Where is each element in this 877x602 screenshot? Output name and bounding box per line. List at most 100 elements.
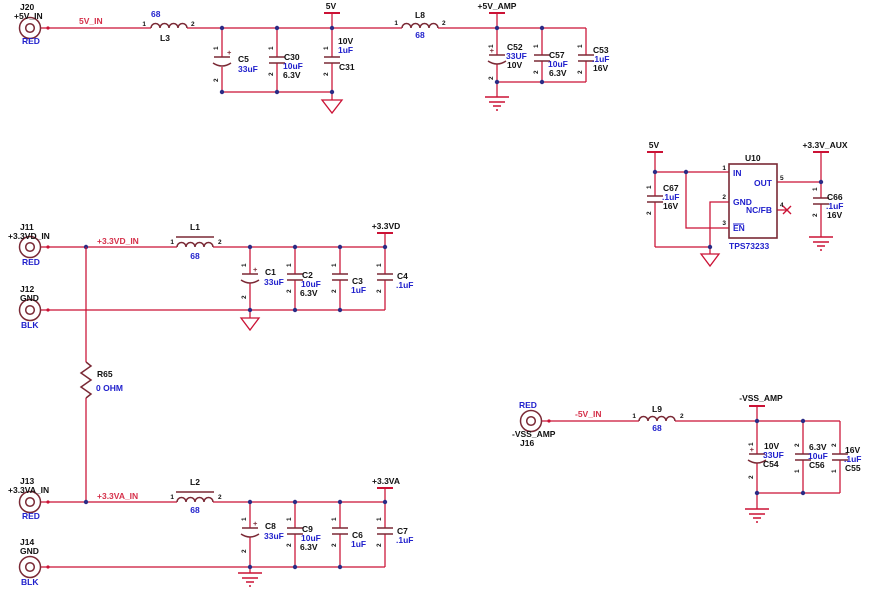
l2-pin2: 2	[218, 494, 222, 501]
j13-net: +3.3VA_IN	[8, 485, 49, 495]
capacitor-c9-symbol	[287, 527, 303, 535]
c5-pin2: 2	[213, 78, 220, 82]
connector-j16-symbol	[519, 409, 551, 433]
c4-pin2: 2	[376, 289, 383, 293]
rail-vss-wires	[542, 406, 841, 509]
c54-plus-sign: +	[750, 445, 755, 454]
l3-value: 68	[151, 9, 161, 19]
c8-pin1: 1	[241, 517, 248, 521]
c6-ref: C6	[352, 530, 363, 540]
c5-plus-sign: +	[227, 48, 232, 57]
c31-rating: 10V	[338, 36, 353, 46]
j12-ref: J12	[20, 284, 34, 294]
l2-pin1: 1	[170, 494, 174, 501]
c30-pin2: 2	[268, 72, 275, 76]
u10-pin2-number: 2	[722, 194, 726, 201]
c66-pin1: 1	[812, 187, 819, 191]
c30-ref: C30	[284, 52, 300, 62]
c67-pin1: 1	[646, 185, 653, 189]
capacitor-c57-symbol	[534, 54, 550, 62]
c7-ref: C7	[397, 526, 408, 536]
j12-net: GND	[20, 293, 39, 303]
c8-ref: C8	[265, 521, 276, 531]
c55-value: .1uF	[844, 454, 861, 464]
rail-vss-amp: RED -VSS_AMP J16 -5V_IN L9 68 1 2 -VSS_A…	[512, 393, 861, 523]
c56-pin1: 1	[794, 469, 801, 473]
connector-j11-symbol	[18, 235, 50, 259]
u10-pin-gnd-label: GND	[733, 197, 752, 207]
l3-pin1: 1	[142, 21, 146, 28]
c4-value: .1uF	[396, 280, 413, 290]
c52-plus-sign: +	[490, 46, 495, 55]
capacitor-c31-symbol	[324, 56, 340, 64]
c53-pin2: 2	[577, 70, 584, 74]
c2-value: 10uF	[301, 279, 321, 289]
u10-pin1-number: 1	[722, 165, 726, 172]
c52-ref: C52	[507, 42, 523, 52]
flag-5v-amp-label: +5V_AMP	[478, 1, 517, 11]
c55-rating: 16V	[845, 445, 860, 455]
net-5v-in: 5V_IN	[79, 16, 103, 26]
j20-net: +5V_IN	[14, 11, 43, 21]
c55-ref: C55	[845, 463, 861, 473]
j14-net: GND	[20, 546, 39, 556]
c52-value: 33UF	[506, 51, 527, 61]
junction-dots	[83, 244, 388, 313]
ic-u10-box	[728, 163, 778, 239]
l8-pin1: 1	[394, 20, 398, 27]
l1-ref: L1	[190, 222, 200, 232]
c53-pin1: 1	[577, 44, 584, 48]
c66-ref: C66	[827, 192, 843, 202]
l9-pin1: 1	[632, 413, 636, 420]
j11-ref: J11	[20, 222, 34, 232]
c9-pin1: 1	[286, 517, 293, 521]
c2-pin2: 2	[286, 289, 293, 293]
c54-ref: C54	[763, 459, 779, 469]
j14-wire-color: BLK	[21, 577, 39, 587]
capacitor-c2-symbol	[287, 273, 303, 281]
u10-pin3-number: 3	[722, 220, 726, 227]
no-connect-x-icon	[782, 205, 792, 215]
resistor-r65-symbol	[79, 361, 93, 399]
r65-value: 0 OHM	[96, 383, 123, 393]
c6-value: 1uF	[351, 539, 366, 549]
u10-pin-ncfb-label: NC/FB	[746, 205, 772, 215]
c31-ref: C31	[339, 62, 355, 72]
c9-ref: C9	[302, 524, 313, 534]
c66-pin2: 2	[812, 213, 819, 217]
c3-ref: C3	[352, 276, 363, 286]
rail-5v-wires	[41, 13, 587, 100]
flag-vss-amp-label: -VSS_AMP	[739, 393, 783, 403]
c30-pin1: 1	[268, 46, 275, 50]
c67-rating: 16V	[663, 201, 678, 211]
c57-value: 10uF	[548, 59, 568, 69]
c2-pin1: 1	[286, 263, 293, 267]
c30-rating: 6.3V	[283, 70, 301, 80]
net-3v3d-in: +3.3VD_IN	[97, 236, 139, 246]
c66-rating: 16V	[827, 210, 842, 220]
capacitor-c5-symbol	[212, 56, 232, 67]
c54-pin2: 2	[748, 475, 755, 479]
connector-j13-symbol	[18, 490, 50, 514]
c57-pin2: 2	[533, 70, 540, 74]
c1-value: 33uF	[264, 277, 284, 287]
c5-ref: C5	[238, 54, 249, 64]
c8-pin2: 2	[241, 549, 248, 553]
c53-value: .1uF	[592, 54, 609, 64]
c55-pin1: 1	[831, 469, 838, 473]
c5-pin1: 1	[213, 46, 220, 50]
c3-value: 1uF	[351, 285, 366, 295]
u10-pin-in-label: IN	[733, 168, 742, 178]
capacitor-c67-symbol	[647, 195, 663, 203]
j14-ref: J14	[20, 537, 34, 547]
c8-plus-sign: +	[253, 519, 258, 528]
c3-pin2: 2	[331, 289, 338, 293]
junction-dots	[652, 169, 824, 250]
u10-pin-en-label: EN	[733, 223, 745, 233]
earth-ground-icon	[809, 236, 833, 251]
c55-pin2: 2	[831, 443, 838, 447]
c67-value: .1uF	[662, 192, 679, 202]
junction-dots	[219, 25, 545, 95]
rail-3v3a-wires	[41, 488, 386, 573]
c5-value: 33uF	[238, 64, 258, 74]
